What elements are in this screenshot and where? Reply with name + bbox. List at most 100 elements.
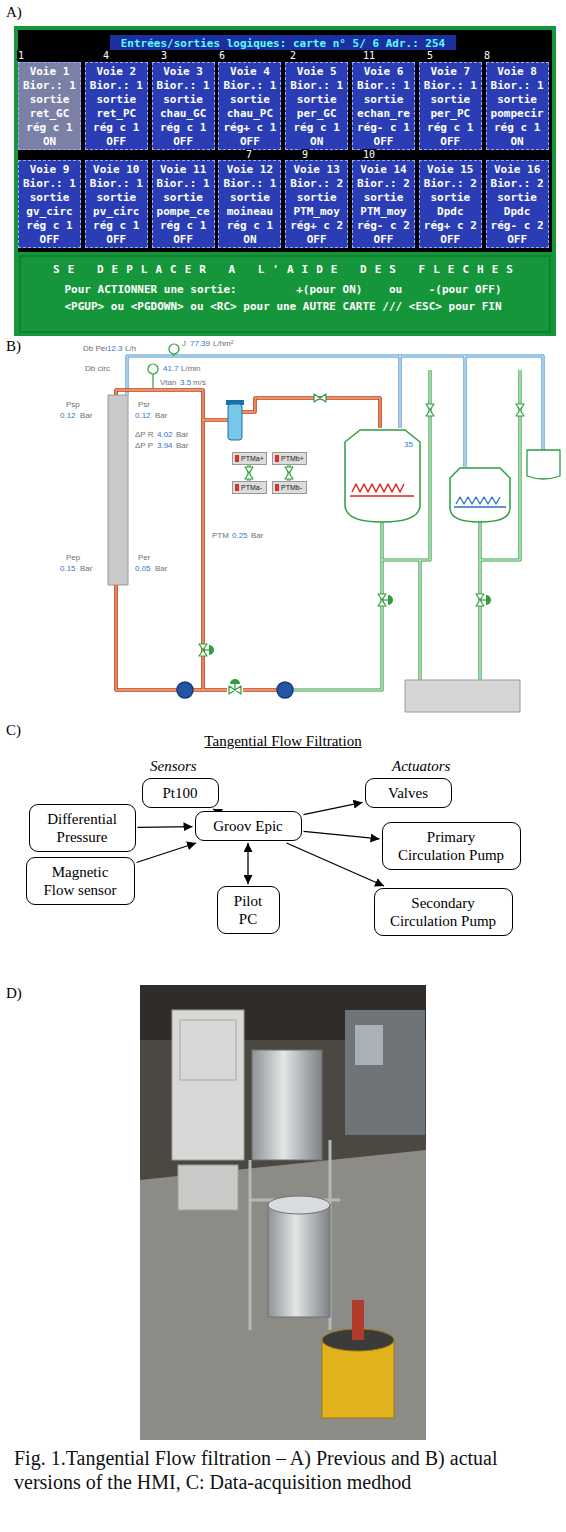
pump-symbol (177, 682, 193, 698)
node-text: Pilot PC (230, 892, 267, 928)
measure-value: 3.5 (180, 378, 191, 387)
node-text: gv_circ (19, 205, 80, 219)
measure-name: PTM (212, 531, 229, 540)
process-box: Pt100 (142, 778, 219, 808)
measure-name: Db Per (83, 344, 108, 353)
screen-frame (14, 26, 556, 336)
node-text: PTM_moy (353, 205, 414, 219)
callout-number: 6 (218, 50, 226, 61)
measure-value: 0.12 (60, 411, 76, 420)
callout-number: 2 (289, 50, 297, 61)
node-text: Voie 12 (219, 163, 280, 177)
membrane-module (108, 395, 128, 585)
process-box: Primary Circulation Pump (382, 822, 521, 870)
channel-box: Voie 13Bior.: 2sortiePTM_moyrég+ c 2OFF (285, 160, 348, 248)
node-text: Voie 7 (420, 65, 481, 79)
node-text: Bior.: 1 (219, 79, 280, 93)
node-text: Bior.: 1 (153, 79, 214, 93)
node-text: rég c 1 (487, 121, 548, 135)
permeate-pipe (127, 356, 543, 467)
node-text: sortie (353, 93, 414, 107)
node-text: sortie (420, 93, 481, 107)
node-text: sortie (487, 191, 548, 205)
node-text: sortie (153, 191, 214, 205)
group-heading: Actuators (392, 758, 450, 775)
channel-box: Voie 4Bior.: 1sortiechau_PCrég+ c 1OFF (218, 62, 281, 150)
node-text: rég- c 2 (487, 219, 548, 233)
node-text: Bior.: 1 (86, 79, 147, 93)
node-text: rég c 1 (153, 121, 214, 135)
node-text: PTMb+ (281, 453, 306, 464)
node-text: per_GC (286, 107, 347, 121)
retentate-pipe (116, 390, 380, 690)
node-text: ON (219, 233, 280, 247)
process-box: Secondary Circulation Pump (374, 888, 513, 936)
channel-box: Voie 5Bior.: 1sortieper_GCrég c 1ON (285, 62, 348, 150)
node-text: sortie (487, 93, 548, 107)
channel-box: Voie 16Bior.: 2sortieDpdcrég- c 2OFF (486, 160, 549, 248)
measure-name: L/min (181, 364, 201, 373)
node-text: OFF (219, 135, 280, 149)
callout-number: 10 (362, 149, 376, 160)
node-text: rég+ c 2 (286, 219, 347, 233)
retentate-pipe (116, 390, 380, 690)
node-text: Primary Circulation Pump (395, 828, 508, 864)
measure-name: J (182, 339, 186, 348)
measure-value: 35 (404, 440, 413, 449)
process-box: Pilot PC (217, 886, 280, 934)
node-text: echan_re (353, 107, 414, 121)
connector-arrow (304, 831, 380, 838)
measure-name: L/h (125, 344, 136, 353)
node-text: sortie (219, 191, 280, 205)
node-text: rég c 1 (153, 219, 214, 233)
photo-frame (250, 1140, 340, 1330)
node-text: ON (286, 135, 347, 149)
node-text: rég c 1 (86, 219, 147, 233)
node-text: Bior.: 2 (420, 177, 481, 191)
ptm-indicator: PTMb+ (272, 452, 307, 465)
node-text: Voie 4 (219, 65, 280, 79)
node-text: Groov Epic (208, 817, 289, 835)
measure-value: 0.05 (135, 564, 151, 573)
channel-box: Voie 10Bior.: 1sortiepv_circrég c 1OFF (85, 160, 148, 248)
measure-name: Bar (155, 411, 167, 420)
photo-equipment (345, 1010, 425, 1135)
key-hint: SE DEPLACER A L'AIDE DES FLECHES (53, 263, 521, 276)
node-text: Bior.: 1 (353, 79, 414, 93)
measure-value: 4.02 (157, 430, 173, 439)
process-box: Groov Epic (195, 811, 302, 841)
measure-name: ΔP R (135, 430, 154, 439)
channel-box: Voie 7Bior.: 1sortieper_PCrég c 1OFF (419, 62, 482, 150)
cooling-coil (454, 497, 506, 507)
node-text: Bior.: 1 (86, 177, 147, 191)
valve (245, 467, 253, 479)
node-text: Valves (378, 784, 439, 802)
actuated-valve (476, 594, 491, 606)
screen-ground (18, 30, 552, 252)
node-text: sortie (86, 93, 147, 107)
node-text: rég+ c 2 (420, 219, 481, 233)
node-text: Voie 3 (153, 65, 214, 79)
node-text: Voie 15 (420, 163, 481, 177)
measure-value: 0.15 (60, 564, 76, 573)
key-hint: <PGUP> ou <PGDOWN> ou <RC> pour une AUTR… (64, 300, 501, 313)
channel-box: Voie 15Bior.: 2sortieDpdcrég+ c 2OFF (419, 160, 482, 248)
callout-number: 11 (362, 50, 376, 61)
measure-name: ΔP P (135, 441, 153, 450)
node-text: Magnetic Flow sensor (39, 863, 122, 899)
measure-value: 0.12 (135, 411, 151, 420)
flowmeter-symbol (148, 364, 158, 374)
node-text: sortie (286, 93, 347, 107)
node-text: Bior.: 1 (19, 79, 80, 93)
node-text: Bior.: 1 (487, 79, 548, 93)
photo-machine (252, 1050, 322, 1160)
header-strip (110, 35, 456, 50)
node-text: ON (487, 135, 548, 149)
ptm-indicator: PTMa+ (232, 452, 267, 465)
channel-box: Voie 1Bior.: 1sortieret_GCrég c 1ON (18, 62, 81, 150)
node-text: Voie 6 (353, 65, 414, 79)
measure-name: Bar (80, 564, 92, 573)
node-text: Voie 8 (487, 65, 548, 79)
node-text: ret_PC (86, 107, 147, 121)
group-heading: Sensors (150, 758, 197, 775)
